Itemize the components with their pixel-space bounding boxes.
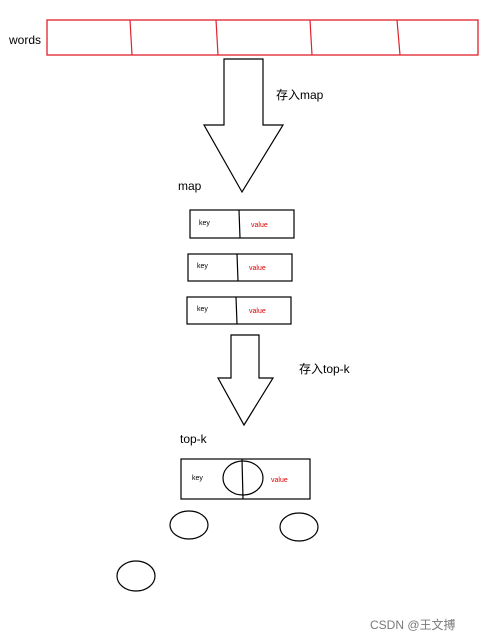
map-row-2-box	[187, 253, 293, 282]
words-array-box	[46, 19, 479, 56]
map-row: key value	[189, 209, 295, 239]
store-into-topk-label: 存入top-k	[299, 362, 351, 376]
store-into-map-label: 存入map	[276, 88, 324, 102]
words-cell-divider-4	[396, 19, 401, 56]
map-row-1-value: value	[251, 222, 268, 229]
words-label: words	[8, 33, 41, 47]
map-row-3-key: key	[197, 306, 208, 313]
topk-root-divider	[241, 458, 244, 500]
topk-root-key: key	[192, 475, 203, 482]
map-row: key value	[187, 253, 293, 282]
map-title: map	[178, 179, 202, 193]
map-row-2-key: key	[197, 263, 208, 270]
map-row-3-value: value	[249, 308, 266, 315]
words-cell-divider-2	[215, 19, 219, 56]
map-row-3-divider	[235, 296, 238, 325]
map-row: key value	[186, 296, 292, 325]
topk-child-node-left	[169, 510, 209, 540]
arrow-down-1	[202, 58, 285, 194]
watermark: CSDN @王文搏	[370, 617, 456, 632]
topk-root-circle	[222, 460, 264, 496]
topk-root-node: key value	[180, 458, 311, 500]
topk-root-box	[180, 458, 311, 500]
topk-grandchild-node	[116, 560, 156, 592]
words-array	[46, 19, 479, 56]
topk-child-node-right	[279, 512, 319, 542]
map-row-1-box	[189, 209, 295, 239]
map-row-1-key: key	[199, 220, 210, 227]
arrow-down-2	[216, 334, 275, 427]
map-row-2-divider	[236, 253, 239, 282]
words-cell-divider-1	[129, 19, 133, 56]
topk-title: top-k	[180, 432, 208, 446]
words-cell-divider-3	[309, 19, 313, 56]
map-row-3-box	[186, 296, 292, 325]
map-row-2-value: value	[249, 265, 266, 272]
topk-root-value: value	[271, 477, 288, 484]
map-row-1-divider	[238, 209, 241, 239]
